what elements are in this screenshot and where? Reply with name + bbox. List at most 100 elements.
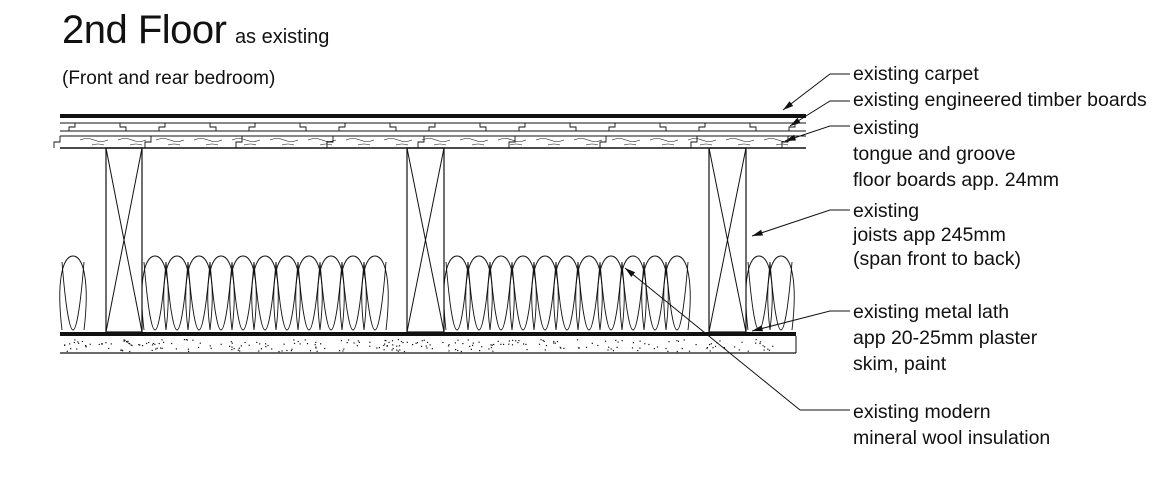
label-floorboards: tongue and groove — [853, 143, 1016, 165]
plaster-stipple — [508, 340, 510, 342]
plaster-stipple — [455, 349, 457, 351]
plaster-stipple — [762, 345, 764, 347]
plaster-stipple — [511, 344, 514, 346]
plaster-stipple — [710, 343, 712, 345]
plaster-stipple — [576, 339, 579, 341]
plaster-stipple — [314, 344, 316, 346]
plaster-stipple — [171, 342, 173, 345]
insulation-loop — [769, 261, 793, 331]
wood-grain — [547, 143, 561, 146]
plaster-stipple — [719, 340, 721, 342]
insulation-loop — [663, 255, 691, 331]
plaster-stipple — [124, 339, 126, 341]
plaster-stipple — [457, 349, 459, 352]
label-lath-plaster: existing metal lath — [853, 301, 1009, 323]
engineered-board-joint — [698, 123, 706, 131]
plaster-stipple — [741, 341, 743, 343]
plaster-stipple — [122, 350, 124, 352]
plaster-stipple — [400, 340, 403, 343]
plaster-stipple — [481, 346, 483, 348]
plaster-stipple — [469, 345, 471, 347]
plaster-stipple — [403, 350, 406, 353]
leader-arrowhead — [625, 268, 636, 277]
plaster-stipple — [77, 341, 79, 343]
insulation-loop — [599, 261, 623, 331]
plaster-stipple — [376, 347, 378, 349]
plaster-stipple — [231, 346, 233, 348]
plaster-stipple — [755, 342, 757, 344]
plaster-stipple — [343, 348, 345, 350]
wood-grain — [421, 138, 451, 142]
floorboard-joint — [781, 136, 789, 148]
insulation-loop — [229, 255, 257, 331]
plaster-stipple — [545, 345, 548, 347]
plaster-stipple — [755, 339, 757, 341]
plaster-stipple — [278, 351, 280, 353]
plaster-stipple — [128, 342, 130, 344]
plaster-stipple — [759, 342, 761, 345]
plaster-stipple — [591, 342, 593, 344]
joist — [708, 147, 747, 333]
wood-grain — [383, 138, 413, 142]
plaster-stipple — [98, 343, 100, 346]
insulation-loop — [511, 261, 535, 331]
engineered-board-joint — [158, 123, 166, 131]
leader-line — [784, 125, 850, 142]
plaster-stipple — [515, 340, 517, 342]
wood-grain — [611, 138, 641, 142]
lath-and-plaster-ceiling — [60, 332, 797, 354]
plaster-stipple — [543, 340, 545, 342]
insulation-loop — [619, 255, 647, 331]
plaster-stipple — [231, 349, 233, 351]
plaster-stipple — [653, 348, 655, 350]
wood-grain — [307, 138, 337, 142]
plaster-stipple — [668, 341, 670, 343]
plaster-stipple — [187, 348, 189, 350]
plaster-stipple — [293, 342, 296, 344]
plaster-stipple — [127, 340, 129, 342]
carpet-layer — [60, 114, 806, 118]
plaster-stipple — [676, 340, 678, 342]
leader-arrowhead — [752, 325, 763, 332]
plaster-stipple — [763, 349, 765, 351]
wood-grain — [433, 143, 447, 146]
plaster-stipple — [123, 339, 125, 341]
plaster-stipple — [454, 342, 456, 344]
label-joists: existing — [853, 200, 919, 222]
plaster-stipple — [695, 344, 697, 346]
plaster-stipple — [709, 350, 711, 352]
wood-grain — [649, 138, 679, 142]
joist — [406, 147, 445, 333]
insulation-loop — [143, 261, 167, 331]
insulation-loop — [467, 261, 491, 331]
wood-grain — [193, 138, 223, 142]
leader-arrowhead — [752, 229, 763, 236]
plaster-stipple — [553, 342, 555, 344]
plaster-stipple — [442, 341, 444, 344]
wood-grain — [471, 143, 485, 146]
plaster-stipple — [479, 350, 481, 352]
drawing-title-suffix: as existing — [234, 26, 330, 48]
label-carpet: existing carpet — [853, 63, 979, 85]
insulation-loop — [487, 255, 515, 331]
plaster-stipple — [129, 350, 131, 353]
plaster-stipple — [610, 348, 612, 350]
plaster-stipple — [120, 349, 122, 351]
tongue-groove-floorboards-layer — [53, 135, 806, 149]
engineered-board-joint — [68, 123, 76, 131]
engineered-board-joint — [338, 123, 346, 131]
plaster-stipple — [384, 339, 386, 342]
wood-grain — [775, 143, 789, 146]
engineered-board-joint — [518, 123, 526, 131]
wood-grain — [319, 143, 333, 146]
wood-grain — [661, 143, 675, 146]
plaster-stipple — [155, 348, 157, 350]
plaster-stipple — [714, 345, 717, 347]
plaster-stipple — [396, 345, 398, 347]
plaster-stipple — [491, 344, 493, 346]
engineered-board-joint — [299, 123, 307, 131]
wood-grain — [155, 138, 185, 142]
plaster-stipple — [607, 349, 609, 351]
plaster-stipple — [291, 348, 293, 350]
plaster-stipple — [706, 347, 708, 349]
